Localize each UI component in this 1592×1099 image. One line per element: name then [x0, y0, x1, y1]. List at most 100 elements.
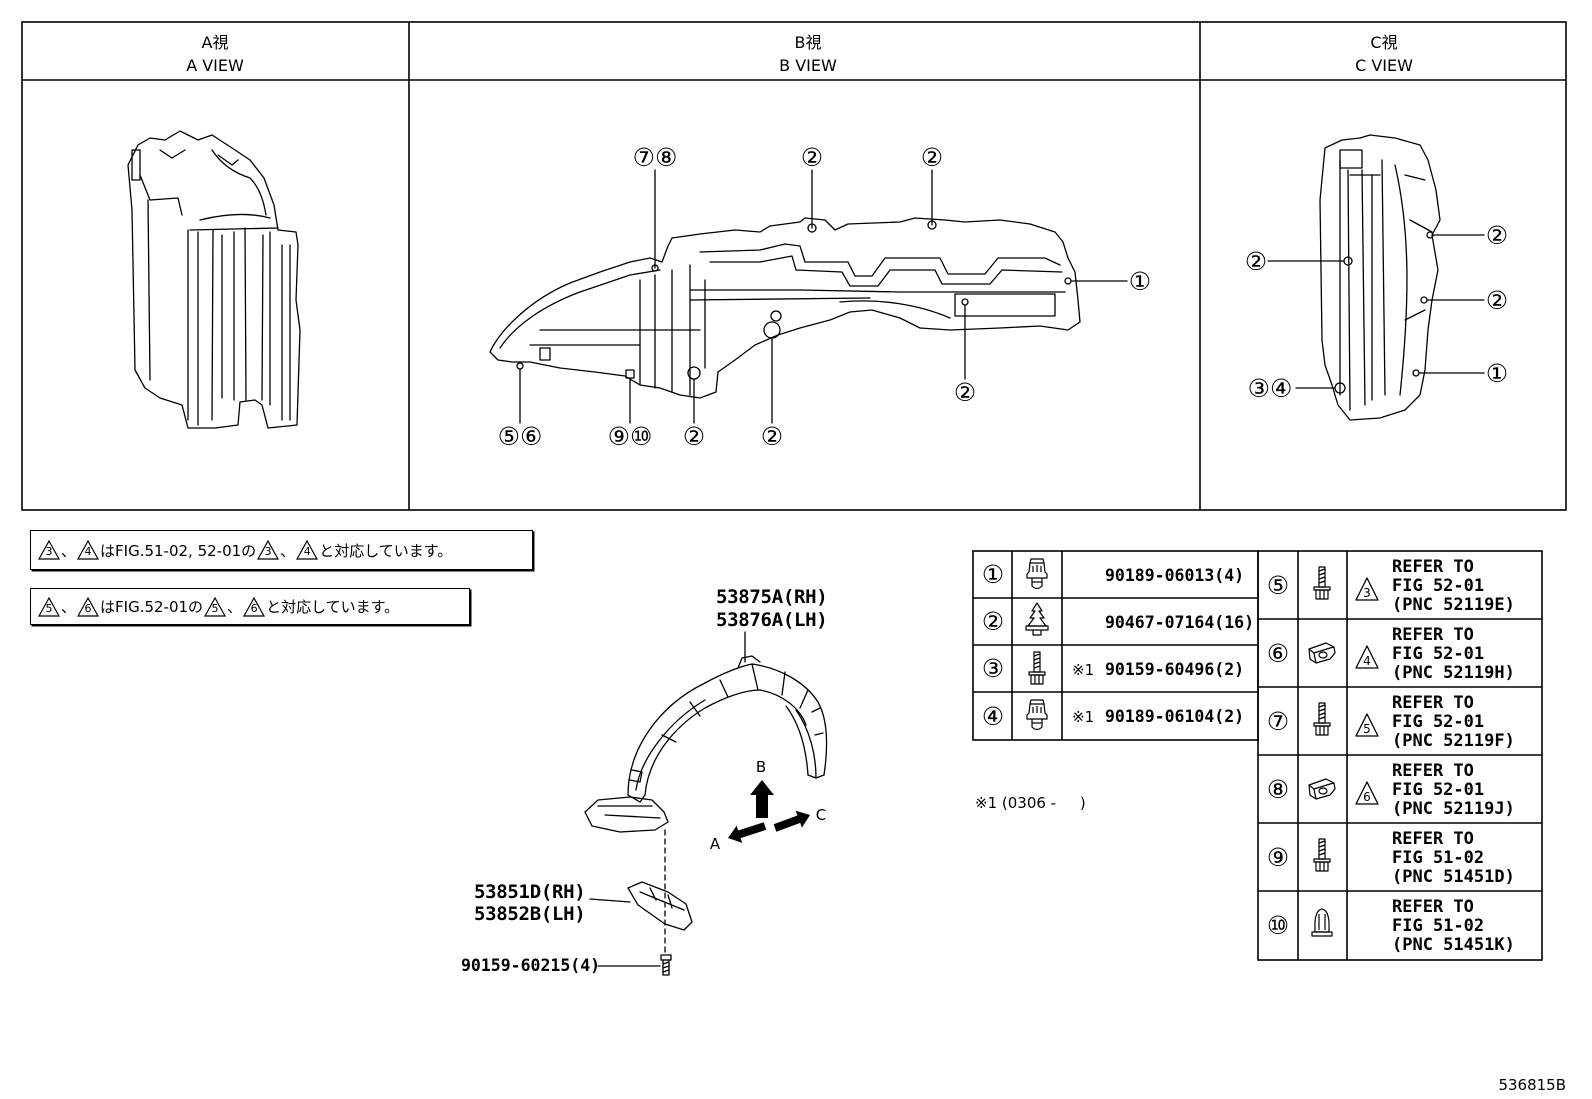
seal-lh-label: 53852B(LH): [474, 903, 585, 925]
reference-mark: 4: [1363, 654, 1371, 668]
a-view-title-jp: A視: [202, 33, 229, 52]
pnc-reference: (PNC 52119H): [1392, 663, 1515, 683]
b-view-drawing: [489, 217, 1081, 399]
fender-liner-rh-label: 53875A(RH): [716, 586, 827, 608]
c-view-drawing: [1319, 134, 1441, 421]
note-text: 、: [280, 541, 296, 560]
callout-label: ⑦⑧: [633, 143, 678, 172]
table-row: ⑨ REFER TO FIG 51-02 (PNC 51451D): [1267, 829, 1515, 887]
clip-icon: [1026, 699, 1048, 731]
part-number: 90189-06013(4): [1105, 566, 1244, 585]
reference-triangle-icon: 5: [38, 596, 60, 617]
callout-label: ②: [921, 143, 943, 172]
item-number: ⑦: [1267, 707, 1289, 736]
footnote-mark: ※1: [1072, 661, 1094, 679]
callout-label: ③④: [1248, 374, 1293, 403]
assembly-leader-lines: [589, 631, 746, 967]
callout-label: ①: [1129, 267, 1151, 296]
table-row: ⑧ 6 REFER TO FIG 52-01 (PNC 52119J): [1267, 761, 1515, 819]
part-number: 90467-07164(16): [1105, 613, 1254, 632]
arrow-a-icon: [728, 822, 767, 843]
note-text: 、: [61, 598, 77, 616]
arrow-b-label: B: [756, 758, 766, 776]
arrow-b-icon: [750, 780, 774, 818]
reference-mark: 4: [303, 545, 311, 558]
figure-code: 536815B: [1498, 1076, 1566, 1094]
reference-triangle-icon: [1355, 577, 1379, 601]
item-number: ④: [982, 702, 1004, 731]
reference-mark: 5: [211, 601, 219, 615]
cross-reference-note: 3 、 4 はFIG.51-02, 52-01の 3 、 4 と対応しています。: [30, 530, 533, 570]
note-text: はFIG.52-01の: [100, 598, 204, 616]
fender-liner-lh-label: 53876A(LH): [716, 609, 827, 631]
note-text: と対応しています。: [319, 541, 453, 560]
callout-label: ②: [954, 378, 976, 407]
cross-reference-note: 5 、 6 はFIG.52-01の 5 、 6 と対応しています。: [30, 588, 470, 625]
callout-label: ⑤⑥: [498, 422, 543, 451]
callout-label: ⑨⑩: [608, 422, 653, 451]
reference-triangle-icon: 3: [38, 540, 60, 560]
part-number: 90189-06104(2): [1105, 707, 1244, 726]
item-number: ⑨: [1267, 843, 1289, 872]
screw-label: 90159-60215(4): [461, 956, 600, 975]
a-view-drawing: [127, 130, 301, 429]
nut-clip-icon: [1308, 642, 1336, 664]
table-row: ⑤ 3 REFER TO FIG 52-01 (PNC 52119E): [1267, 557, 1515, 615]
refer-text: REFER TO: [1392, 761, 1474, 781]
reference-triangle-icon: [1355, 713, 1379, 737]
screw-icon: [1313, 702, 1331, 736]
b-view-leader-lines: [519, 169, 1128, 424]
figure-reference: FIG 52-01: [1392, 712, 1484, 732]
reference-triangle-icon: 3: [257, 540, 280, 560]
item-number: ③: [982, 654, 1004, 683]
table-row: ④ ※1 90189-06104(2): [982, 699, 1244, 731]
item-number: ②: [982, 607, 1004, 636]
pnc-reference: (PNC 51451K): [1392, 935, 1515, 955]
item-number: ⑥: [1267, 639, 1289, 668]
callout-label: ②: [683, 422, 705, 451]
callout-label: ②: [761, 422, 783, 451]
c-view-leader-lines: [1267, 234, 1485, 389]
seal-rh-label: 53851D(RH): [474, 881, 585, 903]
reference-mark: 3: [264, 545, 272, 558]
reference-triangle-icon: 4: [296, 540, 319, 560]
item-number: ⑩: [1267, 911, 1289, 940]
screw-drawing: [660, 954, 672, 976]
figure-reference: FIG 52-01: [1392, 644, 1484, 664]
footnote-mark: ※1: [1072, 708, 1094, 726]
pnc-reference: (PNC 52119E): [1392, 595, 1515, 615]
parts-table-right-grid: [1257, 550, 1543, 961]
arrow-c-icon: [773, 810, 810, 832]
reference-mark: 6: [84, 601, 92, 615]
table-row: ① 90189-06013(4): [982, 558, 1244, 590]
reference-mark: 3: [1363, 586, 1371, 600]
callout-label: ①: [1486, 359, 1508, 388]
table-row: ⑩ REFER TO FIG 51-02 (PNC 51451K): [1267, 897, 1515, 955]
b-view-title: B VIEW: [779, 56, 837, 75]
reference-triangle-icon: 6: [243, 596, 266, 617]
reference-triangle-icon: 5: [204, 596, 227, 617]
arrow-a-label: A: [710, 835, 721, 853]
reference-triangle-icon: [1355, 645, 1379, 669]
figure-reference: FIG 51-02: [1392, 916, 1484, 936]
figure-reference: FIG 51-02: [1392, 848, 1484, 868]
callout-label: ②: [1486, 286, 1508, 315]
note-text: 、: [227, 598, 243, 616]
fender-liner-drawing: [584, 655, 828, 833]
reference-triangle-icon: [1355, 781, 1379, 805]
refer-text: REFER TO: [1392, 557, 1474, 577]
refer-text: REFER TO: [1392, 625, 1474, 645]
pnc-reference: (PNC 52119F): [1392, 731, 1515, 751]
part-number: 90159-60496(2): [1105, 660, 1244, 679]
callout-label: ②: [1486, 221, 1508, 250]
seal-strip-drawing: [627, 881, 693, 931]
clip-nut-icon: [1311, 908, 1333, 937]
screw-icon: [1313, 838, 1331, 872]
item-number: ⑧: [1267, 775, 1289, 804]
figure-reference: FIG 52-01: [1392, 780, 1484, 800]
c-view-title: C VIEW: [1355, 56, 1413, 75]
callout-label: ②: [1245, 247, 1267, 276]
item-number: ⑤: [1267, 571, 1289, 600]
